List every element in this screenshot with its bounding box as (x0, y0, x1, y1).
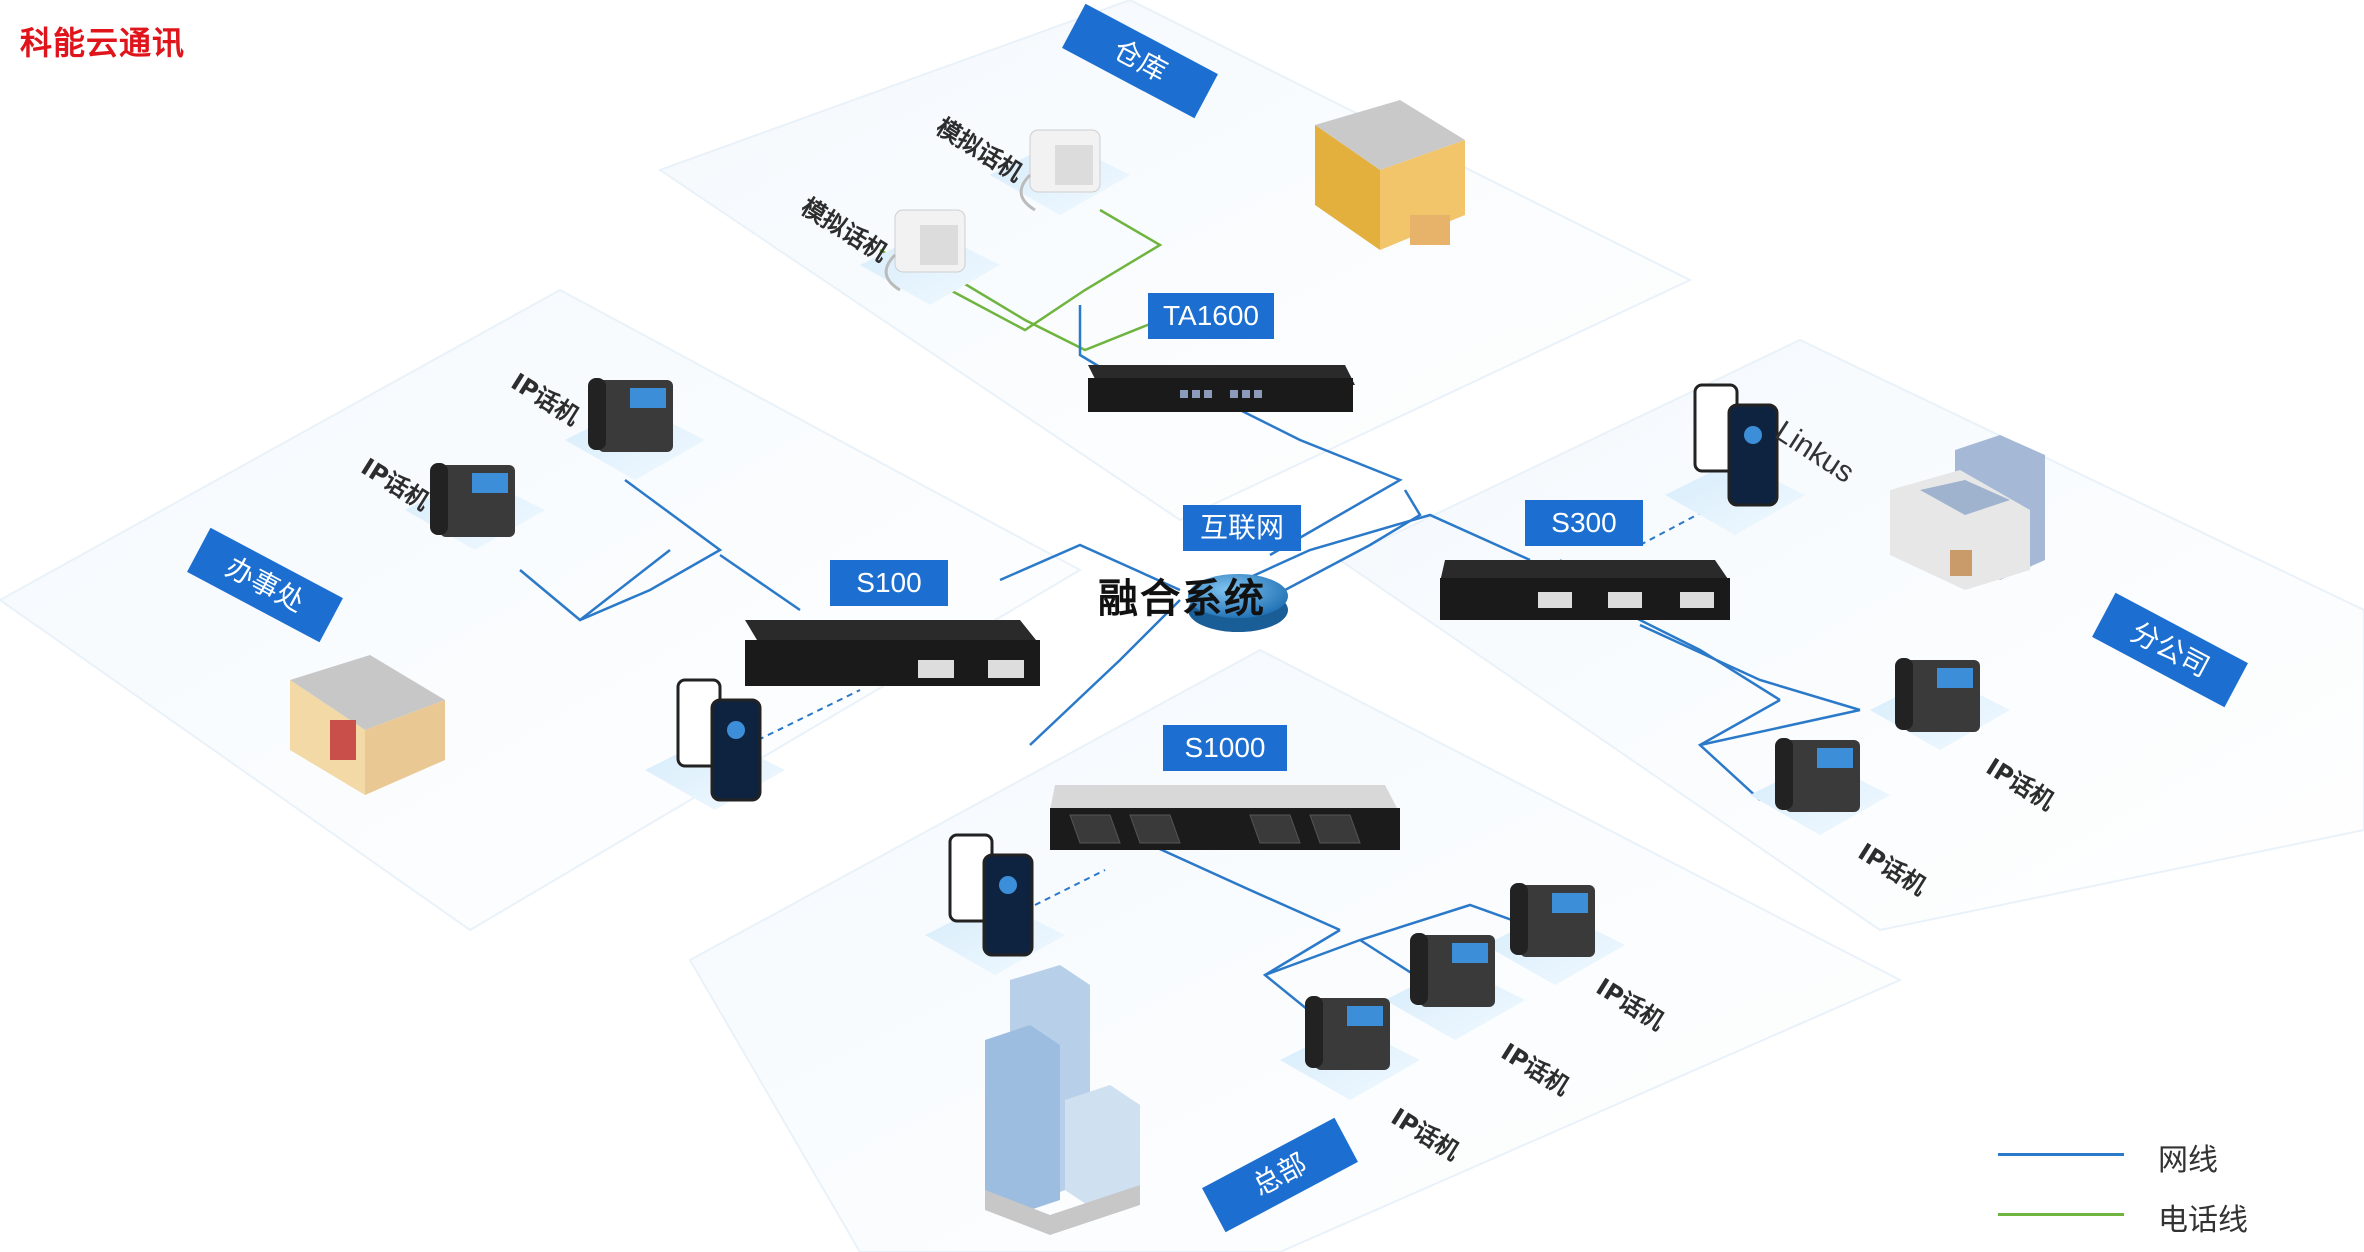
device-label-s100: S100 (830, 560, 948, 606)
ip-phone (1305, 996, 1390, 1070)
core-system-label: 融合系统 (1098, 576, 1266, 622)
s100-device (745, 620, 1040, 686)
ta1600-device (1088, 365, 1355, 412)
warehouse-building (1315, 100, 1465, 250)
branch-platform (1338, 338, 2364, 932)
legend-phone-label: 电话线 (2158, 1203, 2248, 1238)
analog-phone (884, 209, 966, 292)
warehouse-platform (657, 0, 1693, 522)
ip-phone (1410, 933, 1495, 1007)
device-label-s1000: S1000 (1163, 725, 1287, 771)
core-router (1188, 574, 1288, 632)
office-platform (0, 288, 1083, 932)
ip-phone (1895, 658, 1980, 732)
legend-network-label: 网线 (2158, 1143, 2218, 1178)
ip-phone (430, 463, 515, 537)
network-lines (519, 305, 1861, 1041)
mobile-phone (948, 833, 1034, 957)
wireless-links (757, 507, 1711, 906)
s300-device (1440, 560, 1730, 620)
device-label-s300: S300 (1525, 500, 1643, 546)
mobile-phone (1693, 383, 1779, 507)
office-building (290, 655, 445, 795)
legend-network-swatch (1998, 1153, 2124, 1156)
s1000-device (1050, 785, 1400, 850)
internet-label: 互联网 (1183, 505, 1301, 551)
mobile-phone (676, 678, 762, 802)
hq-building (985, 965, 1140, 1235)
analog-phone (1019, 129, 1101, 212)
branch-building (1890, 435, 2045, 590)
brand-title: 科能云通讯 (20, 24, 186, 62)
ip-phone (588, 378, 673, 452)
device-label-ta1600: TA1600 (1148, 293, 1274, 339)
ip-phone (1510, 883, 1595, 957)
legend-phone-swatch (1998, 1213, 2124, 1216)
ip-phone (1775, 738, 1860, 812)
